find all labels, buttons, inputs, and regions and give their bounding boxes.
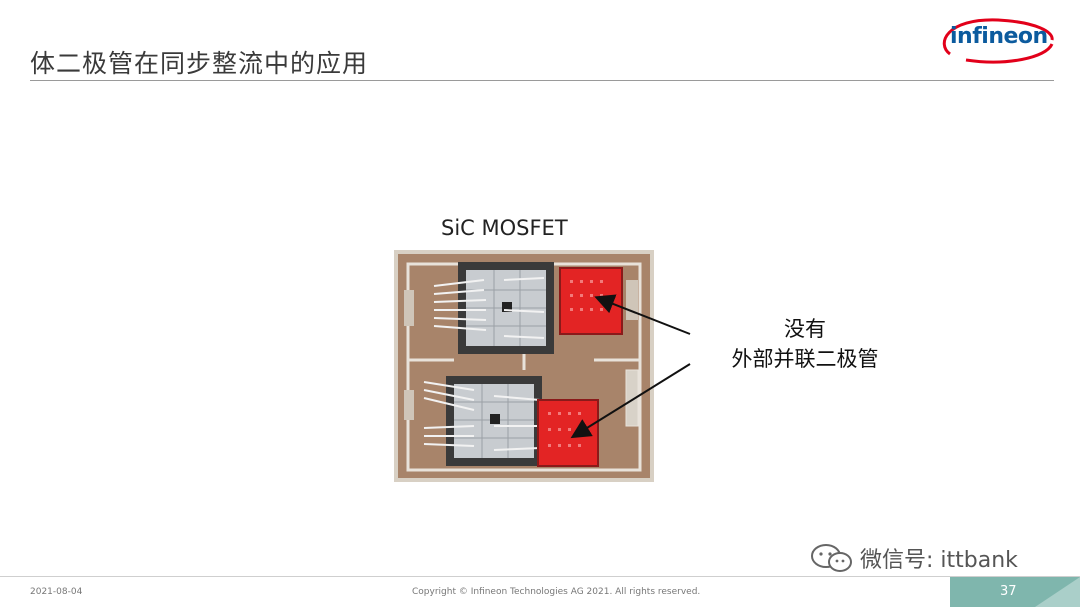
page-number-badge: 37 — [950, 577, 1080, 607]
title-divider — [30, 80, 1054, 81]
callout-line-2: 外部并联二极管 — [731, 347, 879, 371]
footer-copyright: Copyright © Infineon Technologies AG 202… — [412, 587, 701, 597]
watermark-text: 微信号: ittbank — [860, 548, 1018, 573]
callout-line-1: 没有 — [784, 317, 826, 341]
page-number: 37 — [1000, 584, 1017, 599]
slide-title: 体二极管在同步整流中的应用 — [30, 49, 369, 78]
wechat-icon — [811, 544, 852, 572]
sic-mosfet-module-photo — [394, 250, 654, 482]
callout-label: 没有 外部并联二极管 — [700, 314, 910, 374]
logo-swoosh-icon — [942, 18, 1054, 64]
infineon-logo: infineon — [936, 14, 1056, 66]
footer-date: 2021-08-04 — [30, 587, 83, 597]
logo-wordmark: infineon — [950, 24, 1048, 49]
footer-divider — [0, 576, 1080, 577]
footer-wedge — [1035, 577, 1080, 607]
wechat-watermark: 微信号: ittbank — [810, 542, 1018, 574]
photo-caption: SiC MOSFET — [441, 216, 568, 240]
